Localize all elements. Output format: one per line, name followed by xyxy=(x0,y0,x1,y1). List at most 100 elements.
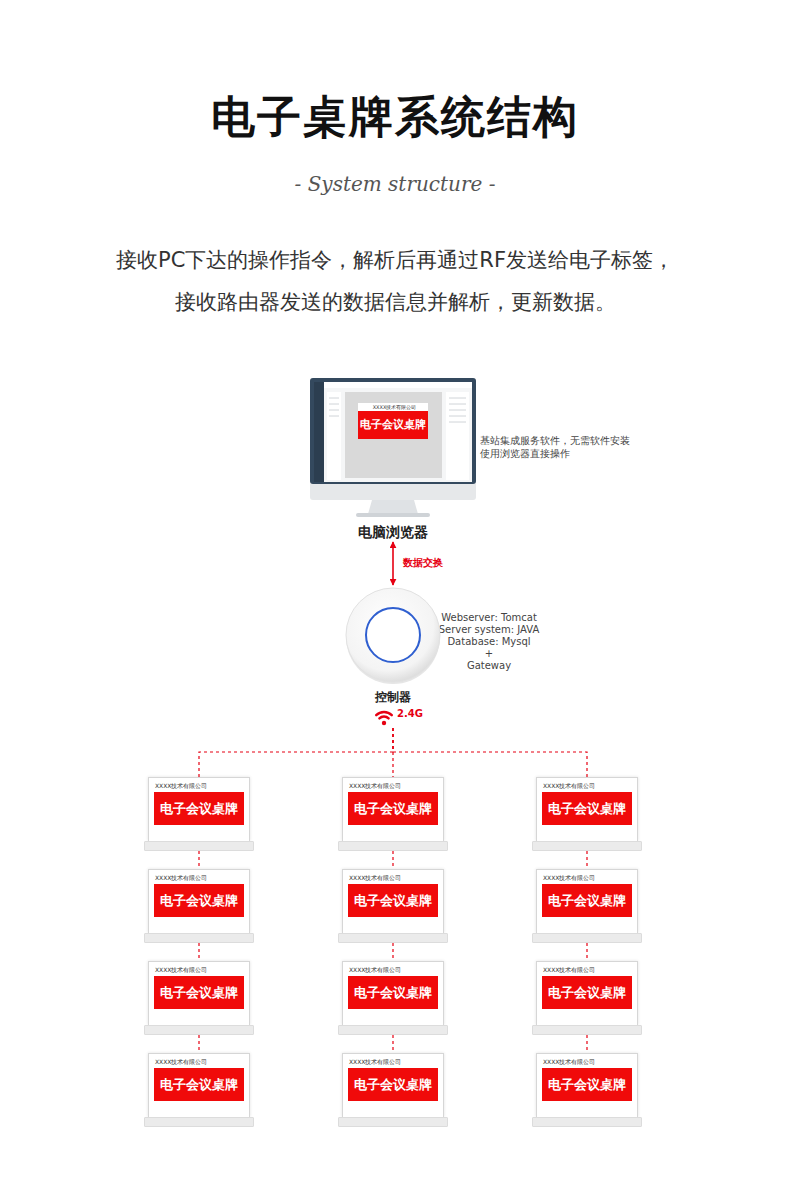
sign-body: XXXX技术有限公司电子会议桌牌 xyxy=(148,869,250,933)
monitor-illustration xyxy=(310,378,476,517)
monitor-screen xyxy=(314,382,472,482)
link-line xyxy=(392,851,393,869)
device-label: 电脑浏览器 xyxy=(303,522,483,542)
sign-body: XXXX技术有限公司电子会议桌牌 xyxy=(536,961,638,1025)
controller-node: 控制器 xyxy=(343,585,443,728)
company-text: XXXX技术有限公司 xyxy=(149,1054,249,1068)
sign-title: 电子会议桌牌 xyxy=(542,884,632,917)
server-spec: Webserver: Tomcat xyxy=(94,611,790,624)
desk-sign: XXXX技术有限公司电子会议桌牌 xyxy=(532,777,642,851)
band-label: 2.4G xyxy=(397,707,423,720)
sign-body: XXXX技术有限公司电子会议桌牌 xyxy=(342,869,444,933)
desk-sign: XXXX技术有限公司电子会议桌牌 xyxy=(338,869,448,943)
link-line xyxy=(198,851,199,869)
monitor-neck xyxy=(368,500,418,514)
sign-base xyxy=(338,1025,448,1035)
data-arrow xyxy=(392,542,394,585)
description-line: 接收PC下达的操作指令，解析后再通过RF发送给电子标签， xyxy=(0,248,790,272)
wifi-icon xyxy=(376,712,392,725)
sign-base xyxy=(338,1117,448,1127)
sign-title: 电子会议桌牌 xyxy=(542,1068,632,1101)
desk-sign: XXXX技术有限公司电子会议桌牌 xyxy=(144,777,254,851)
desk-sign: XXXX技术有限公司电子会议桌牌 xyxy=(338,777,448,851)
sign-body: XXXX技术有限公司电子会议桌牌 xyxy=(342,777,444,841)
company-text: XXXX技术有限公司 xyxy=(343,962,443,976)
sign-base xyxy=(532,1025,642,1035)
monitor-bezel xyxy=(310,378,476,500)
link-line xyxy=(392,1035,393,1053)
sign-base xyxy=(532,1117,642,1127)
desk-sign: XXXX技术有限公司电子会议桌牌 xyxy=(532,1053,642,1127)
desk-sign: XXXX技术有限公司电子会议桌牌 xyxy=(338,961,448,1035)
server-spec: Database: Mysql xyxy=(94,635,790,648)
subtitle: - System structure - xyxy=(0,173,790,196)
page-title: 电子桌牌系统结构 xyxy=(0,88,790,147)
link-line xyxy=(586,1035,587,1053)
screen-toolbar xyxy=(324,382,472,388)
server-spec: + xyxy=(94,647,790,660)
company-text: XXXX技术有限公司 xyxy=(537,870,637,884)
company-text: XXXX技术有限公司 xyxy=(343,778,443,792)
edge-label: 数据交换 xyxy=(401,556,445,569)
card-title: 电子会议桌牌 xyxy=(358,411,428,439)
sign-title: 电子会议桌牌 xyxy=(348,884,438,917)
description-line: 接收路由器发送的数据信息并解析，更新数据。 xyxy=(0,290,790,314)
link-line xyxy=(586,851,587,869)
sign-base xyxy=(532,841,642,851)
company-text: XXXX技术有限公司 xyxy=(149,962,249,976)
sign-body: XXXX技术有限公司电子会议桌牌 xyxy=(342,1053,444,1117)
sign-base xyxy=(144,1117,254,1127)
company-text: XXXX技术有限公司 xyxy=(343,1054,443,1068)
sign-body: XXXX技术有限公司电子会议桌牌 xyxy=(148,1053,250,1117)
link-line xyxy=(198,943,199,961)
monitor-node: XXXX技术有限公司电子会议桌牌电脑浏览器 xyxy=(303,376,483,542)
sign-title: 电子会议桌牌 xyxy=(154,884,244,917)
sign-title: 电子会议桌牌 xyxy=(154,1068,244,1101)
link-line xyxy=(586,943,587,961)
company-text: XXXX技术有限公司 xyxy=(537,778,637,792)
desk-sign: XXXX技术有限公司电子会议桌牌 xyxy=(532,869,642,943)
desk-sign: XXXX技术有限公司电子会议桌牌 xyxy=(144,1053,254,1127)
sign-title: 电子会议桌牌 xyxy=(348,1068,438,1101)
sign-body: XXXX技术有限公司电子会议桌牌 xyxy=(148,961,250,1025)
device-label: 控制器 xyxy=(343,689,443,706)
screen-card: XXXX技术有限公司电子会议桌牌 xyxy=(358,403,428,439)
screen-panel xyxy=(446,392,469,480)
sign-body: XXXX技术有限公司电子会议桌牌 xyxy=(536,777,638,841)
link-line xyxy=(199,728,393,777)
sign-title: 电子会议桌牌 xyxy=(154,792,244,825)
sign-title: 电子会议桌牌 xyxy=(542,792,632,825)
sign-base xyxy=(144,1025,254,1035)
link-line xyxy=(198,1035,199,1053)
sign-body: XXXX技术有限公司电子会议桌牌 xyxy=(342,961,444,1025)
controller-disc xyxy=(343,585,443,685)
link-line xyxy=(392,943,393,961)
sign-base xyxy=(338,933,448,943)
sign-title: 电子会议桌牌 xyxy=(348,792,438,825)
desk-sign: XXXX技术有限公司电子会议桌牌 xyxy=(338,1053,448,1127)
company-text: XXXX技术有限公司 xyxy=(149,870,249,884)
desk-sign: XXXX技术有限公司电子会议桌牌 xyxy=(144,869,254,943)
desk-sign: XXXX技术有限公司电子会议桌牌 xyxy=(144,961,254,1035)
monitor-frame xyxy=(310,378,476,484)
screen-canvas xyxy=(345,392,442,478)
sign-title: 电子会议桌牌 xyxy=(348,976,438,1009)
sign-base xyxy=(144,841,254,851)
sign-base xyxy=(532,933,642,943)
company-text: XXXX技术有限公司 xyxy=(537,1054,637,1068)
server-spec: Server system: JAVA xyxy=(94,623,790,636)
screen-sidebar xyxy=(314,382,324,482)
monitor-base xyxy=(356,513,430,517)
sign-body: XXXX技术有限公司电子会议桌牌 xyxy=(536,1053,638,1117)
sign-body: XXXX技术有限公司电子会议桌牌 xyxy=(148,777,250,841)
screen-panel xyxy=(327,392,341,480)
sign-body: XXXX技术有限公司电子会议桌牌 xyxy=(536,869,638,933)
sign-title: 电子会议桌牌 xyxy=(154,976,244,1009)
company-text: XXXX技术有限公司 xyxy=(149,778,249,792)
note-text: 基站集成服务软件，无需软件安装 使用浏览器直接操作 xyxy=(480,434,638,460)
sign-base xyxy=(144,933,254,943)
company-text: XXXX技术有限公司 xyxy=(343,870,443,884)
link-line xyxy=(393,728,587,777)
desk-sign: XXXX技术有限公司电子会议桌牌 xyxy=(532,961,642,1035)
